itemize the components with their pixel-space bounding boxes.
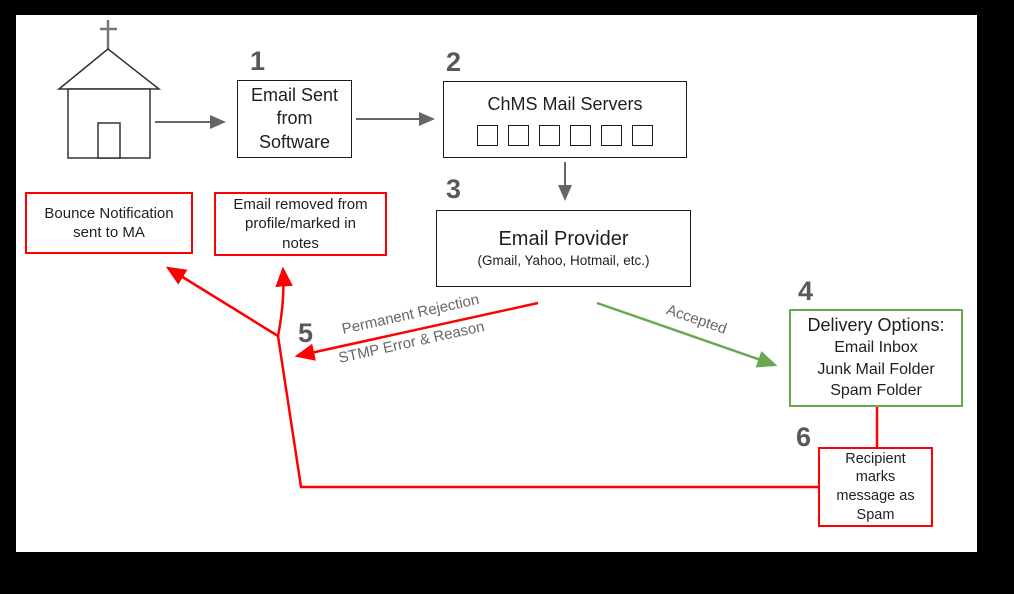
step-number-4: 4 xyxy=(798,276,814,306)
email-removed-box: Email removed from profile/marked in not… xyxy=(214,192,387,256)
spam-marked-line: marks xyxy=(855,469,896,486)
spam-marked-line: message as xyxy=(836,488,915,504)
bounce-line: Bounce Notification xyxy=(44,204,174,222)
spam-marked-line: Spam xyxy=(856,506,895,523)
email-provider-title: Email Provider xyxy=(498,228,629,251)
mail-servers-title: ChMS Mail Servers xyxy=(487,93,643,114)
delivery-options-box: Delivery Options: Email Inbox Junk Mail … xyxy=(789,309,963,407)
server-icon xyxy=(632,125,653,147)
delivery-option: Junk Mail Folder xyxy=(817,360,935,378)
server-row xyxy=(477,125,653,147)
bounce-notification-box: Bounce Notification sent to MA xyxy=(25,192,193,254)
email-sent-line: Email Sent xyxy=(250,85,339,106)
email-provider-box: Email Provider (Gmail, Yahoo, Hotmail, e… xyxy=(436,210,691,287)
delivery-option: Email Inbox xyxy=(834,339,918,357)
step-number-5: 5 xyxy=(298,318,314,348)
email-provider-subtitle: (Gmail, Yahoo, Hotmail, etc.) xyxy=(477,253,650,269)
email-sent-box: Email Sent from Software xyxy=(237,80,352,158)
server-icon xyxy=(539,125,560,147)
server-icon xyxy=(477,125,498,147)
spam-marked-box: Recipient marks message as Spam xyxy=(818,447,933,527)
chms-mail-servers-box: ChMS Mail Servers xyxy=(443,81,687,158)
step-number-3: 3 xyxy=(446,174,462,204)
email-sent-line: from xyxy=(276,108,313,129)
server-icon xyxy=(570,125,591,147)
delivery-option: Spam Folder xyxy=(830,382,922,400)
email-removed-line: Email removed from xyxy=(233,195,368,213)
delivery-options-title: Delivery Options: xyxy=(807,315,945,336)
email-sent-line: Software xyxy=(258,131,331,152)
bounce-line: sent to MA xyxy=(73,224,145,241)
step-number-6: 6 xyxy=(796,422,812,452)
server-icon xyxy=(508,125,529,147)
step-number-1: 1 xyxy=(250,46,266,76)
step-number-2: 2 xyxy=(446,47,462,77)
email-removed-line: notes xyxy=(282,234,319,252)
server-icon xyxy=(601,125,622,147)
spam-marked-line: Recipient xyxy=(845,450,906,467)
email-removed-line: profile/marked in xyxy=(245,215,356,233)
